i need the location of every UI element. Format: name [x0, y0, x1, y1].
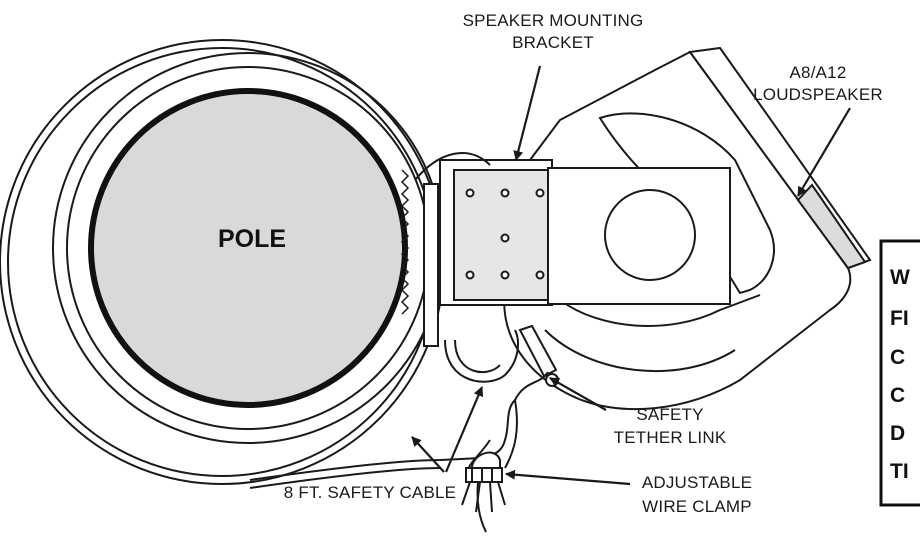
cable-label: 8 FT. SAFETY CABLE: [284, 483, 456, 502]
cable-leader-arrow-left: [411, 436, 445, 473]
tether-label-line2: TETHER LINK: [614, 428, 727, 447]
speaker-mounting-bracket: [439, 159, 731, 306]
cable-leader-arrow-right: [444, 386, 484, 473]
safety-cable-upper: [414, 152, 491, 181]
pole: [88, 88, 408, 408]
clamp-label-line1: ADJUSTABLE: [642, 473, 752, 492]
clamp-leader-arrow: [505, 469, 631, 486]
tether-leader-arrow: [549, 377, 607, 411]
pole-label: POLE: [218, 225, 286, 253]
bracket-label-line1: SPEAKER MOUNTING: [463, 11, 644, 30]
clamp-teeth: [400, 169, 410, 315]
pole-mount-plate: [423, 183, 439, 347]
tether-label-line1: SAFETY: [636, 405, 703, 424]
warning-line-4: C: [890, 384, 905, 407]
adjustable-wire-clamp: [461, 451, 506, 533]
bracket-leader-arrow: [513, 65, 542, 161]
speaker-label-line1: A8/A12: [790, 63, 847, 82]
bracket-bolts: [465, 188, 545, 280]
warning-box: W FI C C D TI: [879, 239, 920, 507]
warning-line-1: W: [890, 266, 910, 289]
speaker-leader-arrow: [797, 107, 851, 197]
warning-line-2: FI: [890, 307, 909, 330]
leader-arrows: [411, 65, 851, 486]
speaker-label-line2: LOUDSPEAKER: [753, 85, 883, 104]
warning-line-3: C: [890, 346, 905, 369]
bracket-label-line2: BRACKET: [512, 33, 594, 52]
clamp-label-line2: WIRE CLAMP: [642, 497, 752, 516]
warning-line-5: D: [890, 422, 905, 445]
safety-cable-drop: [504, 399, 518, 469]
warning-line-6: TI: [890, 460, 909, 483]
safety-cable-lower: [249, 329, 549, 489]
